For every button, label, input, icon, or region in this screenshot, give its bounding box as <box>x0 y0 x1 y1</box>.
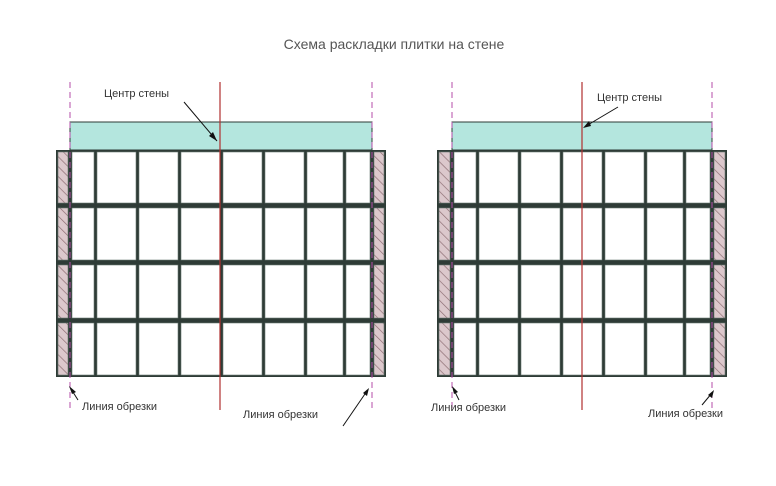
cut-tile <box>438 151 451 204</box>
tile <box>138 322 179 376</box>
tile <box>646 322 684 376</box>
arrow-head <box>363 388 369 396</box>
tile <box>71 207 95 261</box>
tile <box>222 322 263 376</box>
wall-center-label: Центр стены <box>597 92 662 104</box>
tile <box>180 264 221 319</box>
tile <box>138 151 179 204</box>
tile <box>264 322 305 376</box>
layout-diagram-tile-centered: Центр стены Линия обрезки Линия обрезки <box>431 82 727 420</box>
cut-tile <box>713 322 726 376</box>
tile <box>453 207 477 261</box>
tile <box>520 151 561 204</box>
tile <box>138 264 179 319</box>
tile <box>306 322 344 376</box>
cut-right-pointer-arrow <box>342 390 368 427</box>
cut-line-left-label: Линия обрезки <box>82 401 157 413</box>
cut-tile <box>713 264 726 319</box>
cut-tile <box>713 207 726 261</box>
cut-line-left-label: Линия обрезки <box>431 402 506 414</box>
cut-line-right-label: Линия обрезки <box>648 408 723 420</box>
tile <box>685 322 711 376</box>
tile <box>345 151 371 204</box>
tile <box>604 151 645 204</box>
wall-center-label: Центр стены <box>104 88 169 100</box>
tile <box>96 207 137 261</box>
arrow-head <box>69 386 76 394</box>
wall-top-band <box>69 121 373 151</box>
cut-tile <box>373 322 385 376</box>
cut-tile <box>373 264 385 319</box>
cut-tile <box>373 151 385 204</box>
cut-tile <box>438 322 451 376</box>
tile <box>96 151 137 204</box>
tile <box>180 207 221 261</box>
tile <box>685 151 711 204</box>
tile <box>96 322 137 376</box>
tiles <box>57 151 385 376</box>
cut-tile <box>57 322 69 376</box>
arrow-head <box>209 132 217 141</box>
scheme-title: Схема раскладки плитки на стене <box>284 36 505 52</box>
tile <box>306 264 344 319</box>
tile <box>453 151 477 204</box>
tile <box>345 207 371 261</box>
tile <box>264 207 305 261</box>
tile <box>71 151 95 204</box>
tile <box>520 207 561 261</box>
arrow-head <box>583 121 591 128</box>
cut-tile <box>57 207 69 261</box>
tile <box>604 322 645 376</box>
tile <box>646 207 684 261</box>
cut-tile <box>438 264 451 319</box>
tile <box>520 264 561 319</box>
tile <box>222 207 263 261</box>
tile <box>685 207 711 261</box>
tile <box>478 207 519 261</box>
tile <box>71 264 95 319</box>
tile <box>345 322 371 376</box>
tile <box>685 264 711 319</box>
tile <box>478 264 519 319</box>
tile <box>604 264 645 319</box>
tile <box>646 264 684 319</box>
tile <box>180 151 221 204</box>
tile-grid <box>56 150 386 377</box>
cut-tile <box>57 264 69 319</box>
tile <box>345 264 371 319</box>
tile <box>180 322 221 376</box>
cut-line-right-label: Линия обрезки <box>243 409 318 421</box>
tile <box>306 207 344 261</box>
tile <box>71 322 95 376</box>
tile <box>453 322 477 376</box>
arrow-head <box>708 390 714 398</box>
tile <box>264 151 305 204</box>
tile <box>96 264 137 319</box>
tile <box>222 264 263 319</box>
cut-tile <box>713 151 726 204</box>
tile <box>138 207 179 261</box>
tile <box>222 151 263 204</box>
tile <box>520 322 561 376</box>
cut-tile <box>373 207 385 261</box>
tile <box>264 264 305 319</box>
layout-diagram-joint-centered: Центр стены Линия обрезки Линия обрезки <box>56 82 386 427</box>
tile <box>478 322 519 376</box>
tile <box>306 151 344 204</box>
arrow-head <box>452 386 458 394</box>
tile <box>478 151 519 204</box>
cut-tile <box>57 151 69 204</box>
cut-tile <box>438 207 451 261</box>
tile <box>604 207 645 261</box>
tile <box>646 151 684 204</box>
center-pointer-arrow <box>585 106 619 127</box>
tile <box>453 264 477 319</box>
